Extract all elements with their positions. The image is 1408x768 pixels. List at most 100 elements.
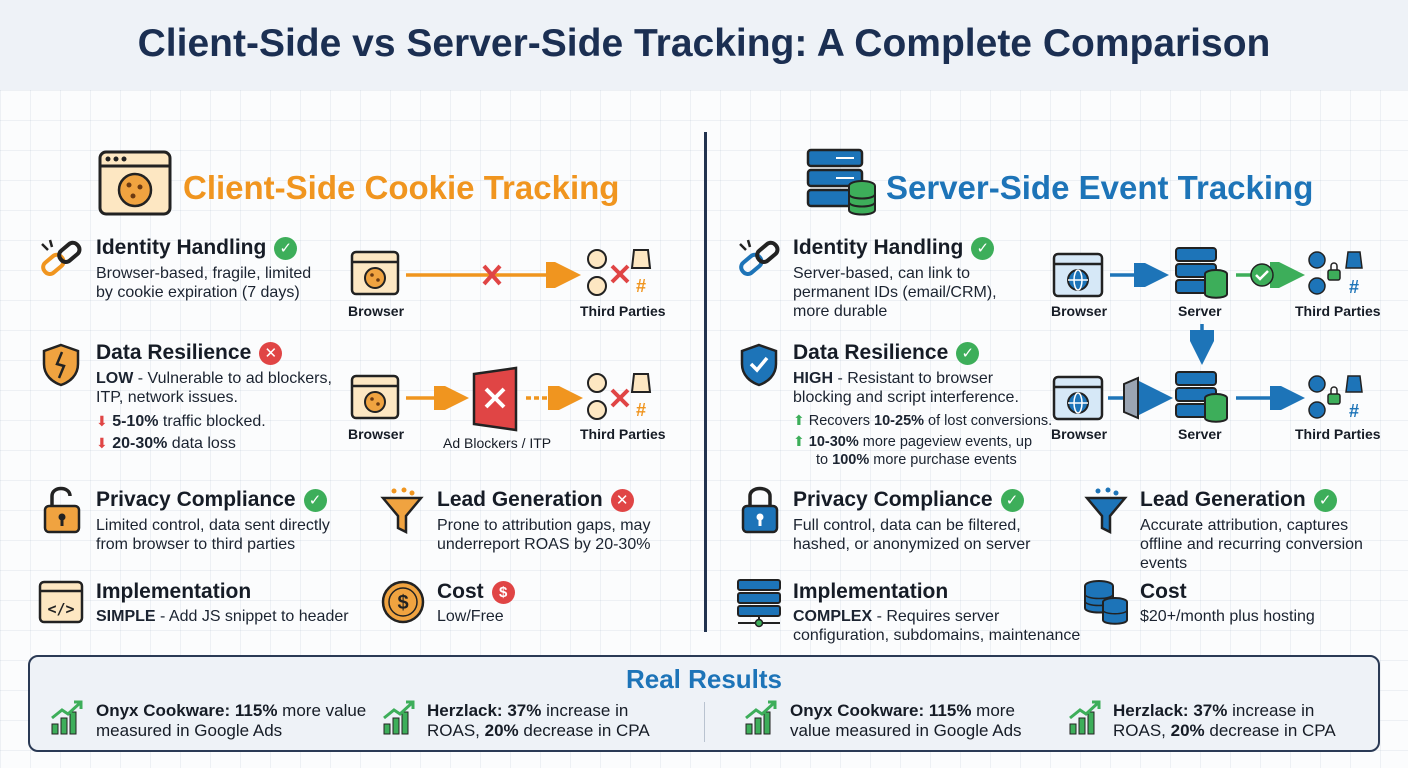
feature-title-text: Lead Generation: [437, 488, 603, 511]
result-text: more: [971, 701, 1015, 720]
svg-text:$: $: [397, 592, 408, 614]
stat-text: of lost conversions.: [924, 413, 1053, 429]
client-cost-desc: Low/Free: [437, 608, 504, 625]
client-lead-title: Lead Generation ✕: [437, 488, 634, 512]
level-label: HIGH: [793, 370, 833, 387]
result-text: decrease in CPA: [518, 721, 650, 740]
funnel-icon: [380, 487, 424, 535]
results-divider: [704, 702, 705, 742]
svg-text:#: #: [1349, 401, 1359, 421]
desc-line: offline and recurring conversion: [1140, 536, 1363, 553]
client-resilience-desc: LOW - Vulnerable to ad blockers, ITP, ne…: [96, 369, 332, 453]
desc-line: Limited control, data sent directly: [96, 517, 330, 534]
stat-text: more pageview events, up: [858, 434, 1033, 450]
desc-line: Prone to attribution gaps, may: [437, 517, 651, 534]
bypass-arrow: [1108, 376, 1173, 420]
feature-title-text: Data Resilience: [793, 341, 949, 364]
server-section-title: Server-Side Event Tracking: [886, 169, 1314, 206]
desc-line: permanent IDs (email/CRM),: [793, 284, 997, 301]
growth-chart-icon: [383, 700, 415, 735]
feature-title-text: Cost: [1140, 580, 1187, 603]
result-value: 115%: [234, 701, 278, 720]
result-item: Herzlack: 37% increase in ROAS, 20% decr…: [427, 701, 650, 741]
client-identity-desc: Browser-based, fragile, limited by cooki…: [96, 264, 311, 302]
browser-cookie-icon: [350, 250, 400, 296]
down-flow-arrow: [1190, 324, 1214, 365]
desc-line: configuration, subdomains, maintenance: [793, 627, 1081, 644]
result-text: more value: [277, 701, 367, 720]
result-value: 37%: [507, 701, 542, 720]
server-icon: [1175, 247, 1228, 299]
server-icon: [1175, 371, 1228, 423]
stat-value: 100%: [832, 452, 870, 468]
flow-arrow: [1110, 263, 1169, 287]
down-arrow-icon: ⬇: [96, 435, 108, 451]
server-resilience-desc: HIGH - Resistant to browser blocking and…: [793, 369, 1052, 469]
server-identity-title: Identity Handling ✓: [793, 236, 995, 260]
desc-line: events: [1140, 555, 1188, 572]
title-bar: [0, 0, 1408, 90]
result-company: Onyx Cookware:: [96, 701, 231, 720]
check-icon: ✓: [1313, 488, 1337, 512]
result-item: Onyx Cookware: 115% more value measured …: [790, 701, 1022, 741]
server-implementation-desc: COMPLEX - Requires server configuration,…: [793, 607, 1080, 645]
stat-text: to: [816, 452, 833, 468]
dollar-badge-icon: $: [491, 580, 515, 604]
desc-line: - Add JS snippet to header: [155, 608, 349, 625]
feature-title-text: Lead Generation: [1140, 488, 1306, 511]
desc-line: Full control, data can be filtered,: [793, 517, 1021, 534]
flow-arrow: [1236, 386, 1305, 410]
feature-title-text: Implementation: [793, 580, 949, 603]
feature-title-text: Privacy Compliance: [793, 488, 993, 511]
diagram-third-parties-label: Third Parties: [580, 426, 666, 442]
feature-title-text: Implementation: [96, 580, 252, 603]
feature-title-text: Cost: [437, 580, 484, 603]
stat-text: Recovers: [808, 413, 875, 429]
client-privacy-desc: Limited control, data sent directly from…: [96, 516, 330, 554]
result-text: measured in Google Ads: [96, 721, 283, 740]
svg-text:#: #: [636, 400, 646, 420]
level-label: LOW: [96, 370, 134, 387]
result-text: ROAS,: [1113, 721, 1171, 740]
client-lead-desc: Prone to attribution gaps, may underrepo…: [437, 516, 650, 554]
client-implementation-title: Implementation: [96, 580, 251, 604]
desc-line: - Vulnerable to ad blockers,: [133, 370, 332, 387]
result-text: increase in: [1227, 701, 1315, 720]
result-company: Herzlack:: [1113, 701, 1189, 720]
desc-line: - Requires server: [872, 608, 1000, 625]
desc-line: Accurate attribution, captures: [1140, 517, 1349, 534]
broken-shield-icon: [42, 343, 80, 387]
desc-line: blocking and script interference.: [793, 389, 1019, 406]
svg-text:</>: </>: [47, 600, 74, 618]
diagram-third-parties-label: Third Parties: [580, 303, 666, 319]
desc-line: Server-based, can link to: [793, 265, 970, 282]
check-icon: ✓: [956, 341, 980, 365]
diagram-browser-label: Browser: [1051, 303, 1108, 319]
third-parties-secure-icon: #: [1308, 375, 1363, 421]
check-icon: ✓: [274, 236, 298, 260]
result-value: 20%: [484, 721, 519, 740]
growth-chart-icon: [1069, 700, 1101, 735]
diagram-browser-label: Browser: [348, 426, 405, 442]
stat-value: 10-25%: [874, 413, 925, 429]
feature-title-text: Privacy Compliance: [96, 488, 296, 511]
result-company: Onyx Cookware:: [790, 701, 925, 720]
desc-line: ITP, network issues.: [96, 389, 238, 406]
stat-value: 20-30%: [112, 435, 168, 452]
browser-globe-icon: [1052, 252, 1104, 298]
level-label: COMPLEX: [793, 608, 873, 625]
diagram-server-label: Server: [1178, 303, 1222, 319]
stat-value: 10-30%: [808, 434, 859, 450]
result-company: Herzlack:: [427, 701, 503, 720]
diagram-third-parties-label: Third Parties: [1295, 426, 1381, 442]
blocked-arrow: [406, 262, 581, 288]
stat-text: data loss: [167, 435, 236, 452]
check-icon: ✓: [303, 488, 327, 512]
coin-icon: $: [381, 580, 425, 624]
link-icon: [739, 239, 780, 276]
funnel-icon: [1084, 487, 1128, 535]
desc-line: - Resistant to browser: [833, 370, 994, 387]
client-privacy-title: Privacy Compliance ✓: [96, 488, 327, 512]
server-cost-title: Cost: [1140, 580, 1187, 604]
server-implementation-title: Implementation: [793, 580, 948, 604]
